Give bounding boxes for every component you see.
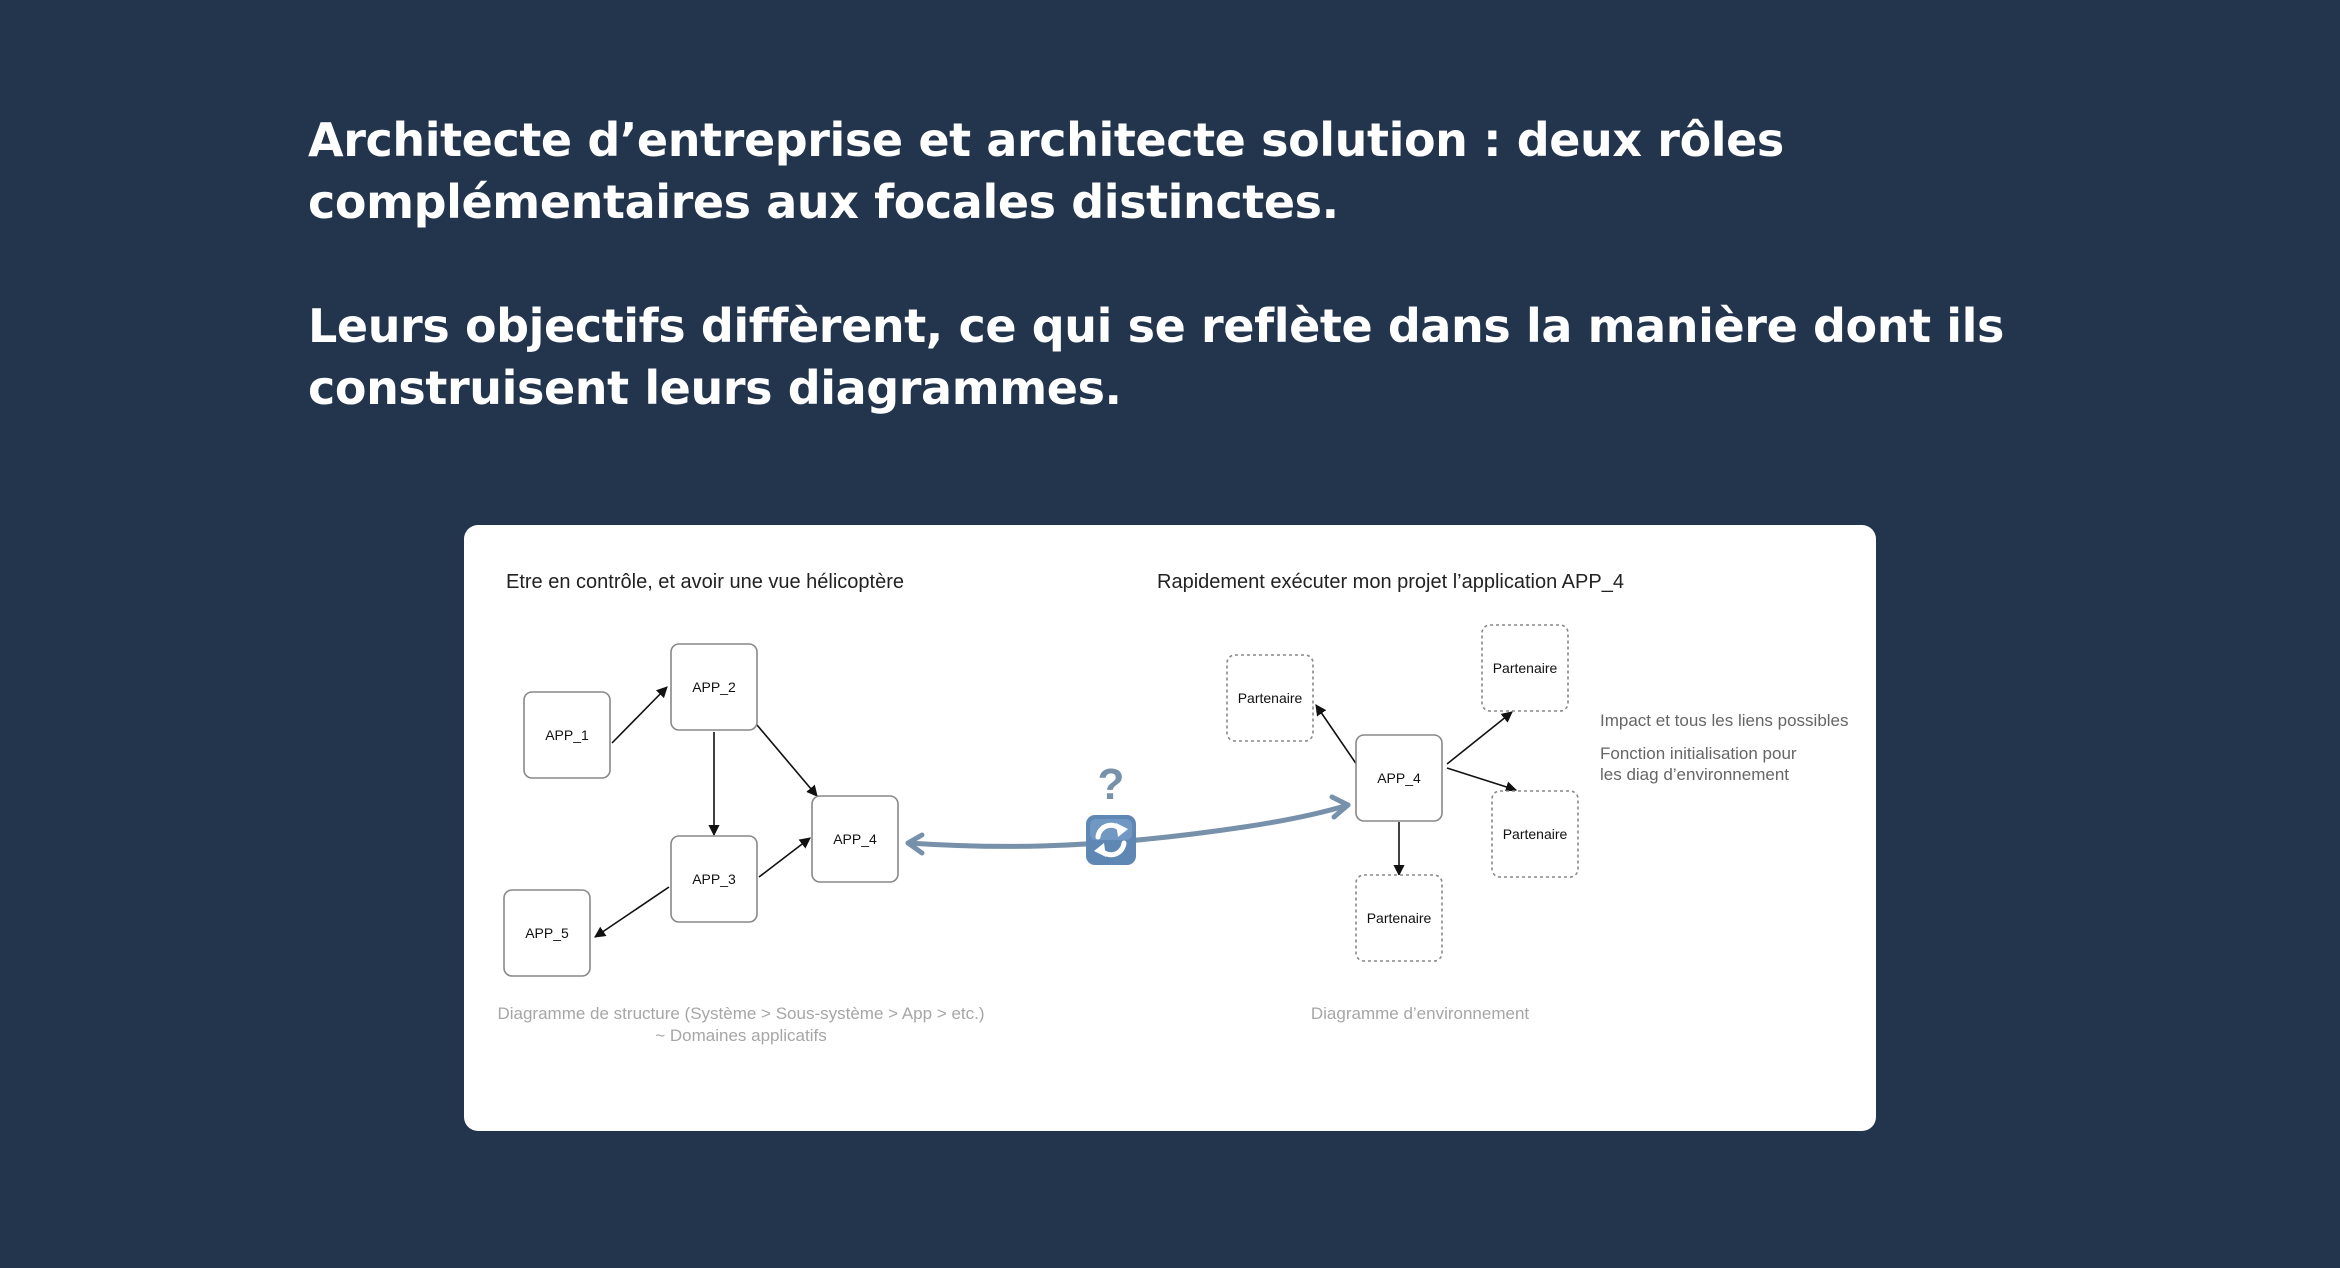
partner-node-bottom: Partenaire (1355, 874, 1443, 962)
diagram-canvas: Etre en contrôle, et avoir une vue hélic… (497, 571, 1849, 1045)
node-label: Partenaire (1493, 660, 1558, 676)
node-label: APP_1 (545, 727, 589, 743)
init-function-note: Fonction initialisation pour (1600, 744, 1797, 763)
partner-node-right: Partenaire (1491, 790, 1579, 878)
view-link-arrow (905, 794, 1351, 856)
partner-node-top-left: Partenaire (1226, 654, 1314, 742)
structure-node-app1: APP_1 (523, 691, 611, 779)
slide-heading-1: Architecte d’entreprise et architecte so… (308, 113, 1784, 229)
environment-node-app4: APP_4 (1355, 734, 1443, 822)
edge-app4-partner-top-left (1315, 704, 1358, 766)
edge-app4-partner-right (1446, 767, 1518, 793)
partner-node-top-right: Partenaire (1481, 624, 1569, 712)
structure-edges (594, 686, 818, 938)
question-mark: ? (1098, 760, 1125, 809)
node-label: Partenaire (1238, 690, 1303, 706)
diagram-card: Etre en contrôle, et avoir une vue hélic… (464, 525, 1876, 1131)
environment-edges (1315, 704, 1518, 877)
edge-app3-app5 (594, 886, 670, 938)
node-label: APP_4 (1377, 770, 1421, 786)
node-label: APP_4 (833, 831, 877, 847)
edge-app2-app4 (756, 724, 818, 797)
structure-node-app4: APP_4 (811, 795, 899, 883)
left-diagram-caption-sub: ~ Domaines applicatifs (655, 1026, 827, 1045)
edge-app1-app2 (611, 686, 668, 744)
node-label: APP_2 (692, 679, 736, 695)
node-label: Partenaire (1367, 910, 1432, 926)
sync-icon (1086, 815, 1136, 865)
node-label: Partenaire (1503, 826, 1568, 842)
left-diagram-caption: Diagramme de structure (Système > Sous-s… (497, 1004, 984, 1023)
edge-app3-app4 (758, 837, 811, 878)
init-function-note-sub: les diag d’environnement (1600, 765, 1789, 784)
node-label: APP_5 (525, 925, 569, 941)
node-label: APP_3 (692, 871, 736, 887)
structure-node-app3: APP_3 (670, 835, 758, 923)
impact-note: Impact et tous les liens possibles (1600, 711, 1849, 730)
slide-heading-2: Leurs objectifs diffèrent, ce qui se ref… (308, 299, 2005, 415)
structure-node-app2: APP_2 (670, 643, 758, 731)
structure-node-app5: APP_5 (503, 889, 591, 977)
edge-app4-partner-top-right (1446, 711, 1513, 765)
right-diagram-title: Rapidement exécuter mon projet l’applica… (1157, 571, 1624, 593)
right-diagram-caption: Diagramme d’environnement (1311, 1004, 1530, 1023)
left-diagram-title: Etre en contrôle, et avoir une vue hélic… (506, 571, 904, 593)
